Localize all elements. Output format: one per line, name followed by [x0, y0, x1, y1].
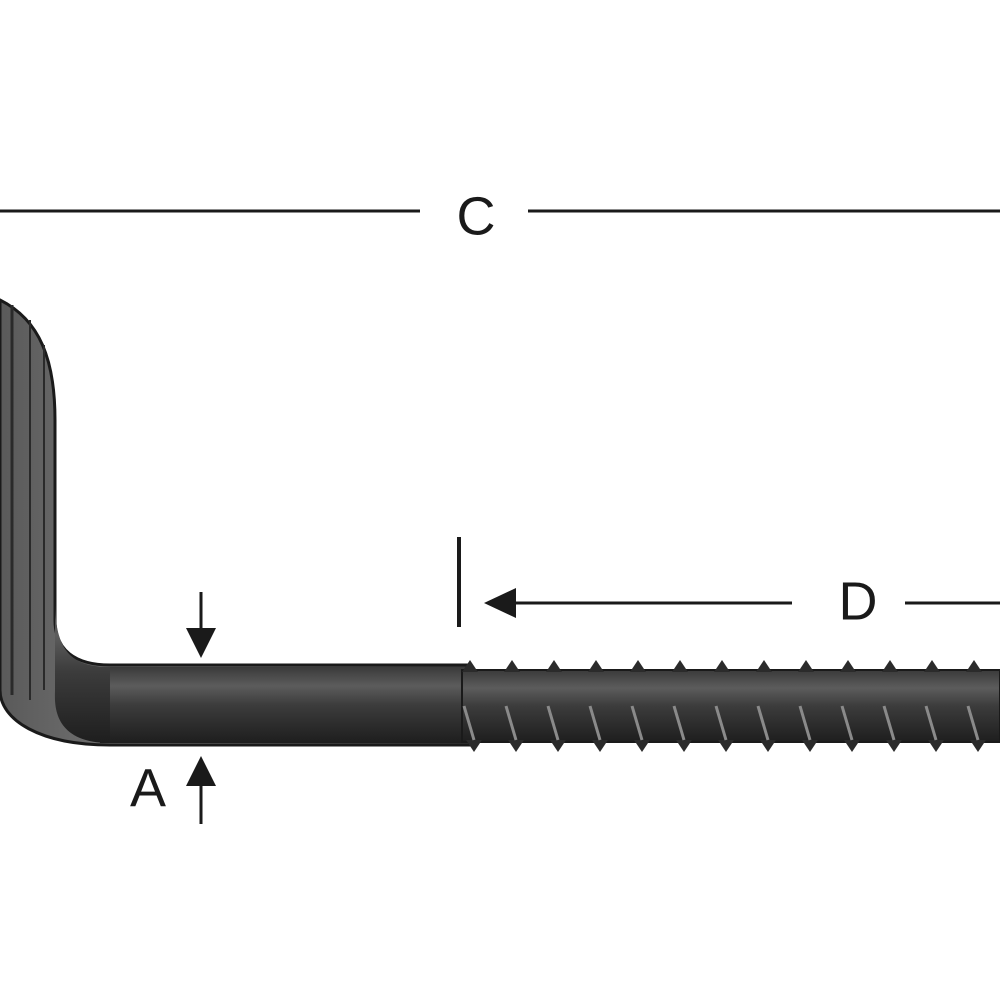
thread-tooth-top: [798, 660, 814, 672]
thread-flank: [840, 705, 854, 741]
thread-tooth-bottom: [928, 740, 944, 752]
thread-flank: [714, 705, 728, 741]
thread-flank: [504, 705, 518, 741]
thread-tooth-top: [546, 660, 562, 672]
thread-tooth-bottom: [676, 740, 692, 752]
thread-tooth-bottom: [760, 740, 776, 752]
thread-tooth-bottom: [970, 740, 986, 752]
thread-tooth-top: [588, 660, 604, 672]
thread-flank: [924, 705, 938, 741]
thread-tooth-bottom: [550, 740, 566, 752]
thread-tooth-top: [840, 660, 856, 672]
dimension-c-label: C: [457, 186, 496, 246]
dimension-d-arrowhead: [484, 588, 516, 618]
thread-flank: [630, 705, 644, 741]
thread-tooth-top: [462, 660, 478, 672]
dimension-a-top-arrowhead: [186, 628, 216, 658]
dimension-a-bottom-arrowhead: [186, 756, 216, 786]
thread-flank: [672, 705, 686, 741]
thread-tooth-bottom: [592, 740, 608, 752]
dimension-a: A: [130, 592, 216, 824]
thread-tooth-top: [504, 660, 520, 672]
thread-flank: [966, 705, 980, 741]
thread-tooth-bottom: [718, 740, 734, 752]
thread-flank: [462, 705, 476, 741]
shank-bend: [54, 600, 110, 743]
thread-flank: [798, 705, 812, 741]
thread-tooth-top: [756, 660, 772, 672]
hook-bolt: [0, 298, 1000, 752]
thread-flank: [756, 705, 770, 741]
dimension-d: D: [457, 537, 1000, 631]
thread-tooth-bottom: [802, 740, 818, 752]
thread-tooth-bottom: [466, 740, 482, 752]
thread-flank: [546, 705, 560, 741]
smooth-shank: [100, 667, 470, 743]
thread-tooth-top: [672, 660, 688, 672]
dimension-c: C: [0, 186, 1000, 246]
thread-tooth-bottom: [844, 740, 860, 752]
thread-tooth-top: [714, 660, 730, 672]
thread-tooth-top: [966, 660, 982, 672]
thread-flank: [588, 705, 602, 741]
thread-tooth-top: [882, 660, 898, 672]
threaded-shank: [461, 669, 1000, 743]
thread-teeth: [462, 660, 986, 752]
thread-tooth-bottom: [634, 740, 650, 752]
thread-tooth-bottom: [886, 740, 902, 752]
thread-flank: [882, 705, 896, 741]
thread-tooth-bottom: [508, 740, 524, 752]
dimension-d-label: D: [839, 571, 878, 631]
thread-tooth-top: [924, 660, 940, 672]
dimension-a-label: A: [130, 758, 166, 818]
thread-tooth-top: [630, 660, 646, 672]
